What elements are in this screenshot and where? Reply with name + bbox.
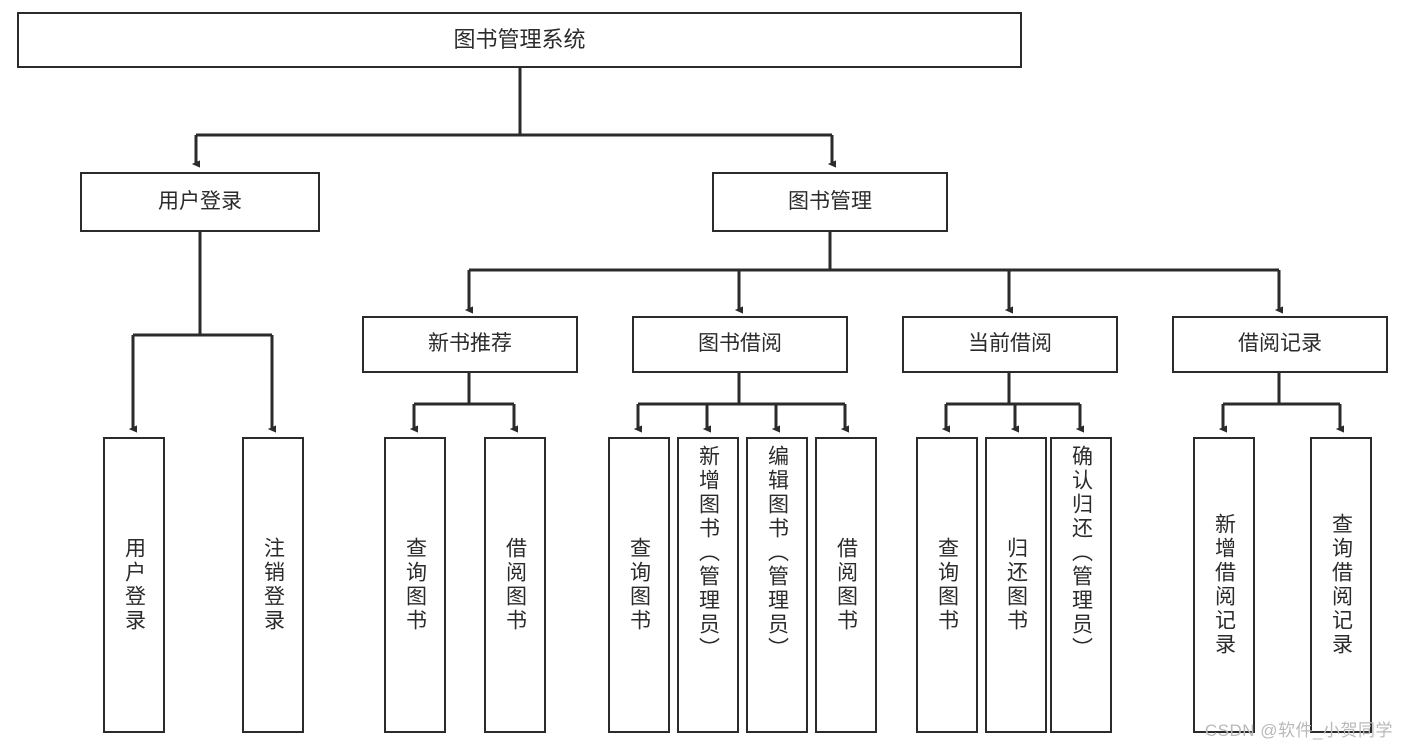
node-leaf-user-login[interactable]: 用户登录 (103, 437, 165, 733)
node-leaf-query-record[interactable]: 查询借阅记录 (1310, 437, 1372, 733)
node-leaf-borrow-book-b[interactable]: 借阅图书 (815, 437, 877, 733)
node-leaf-logout-label: 注销登录 (261, 537, 285, 633)
node-new-book-recommend[interactable]: 新书推荐 (362, 316, 578, 373)
node-leaf-add-record-label: 新增借阅记录 (1212, 513, 1236, 657)
node-leaf-edit-book[interactable]: 编辑图书（管理员） (746, 437, 808, 733)
node-borrow-record-label: 借阅记录 (1238, 332, 1322, 356)
node-leaf-query-book-c-label: 查询图书 (935, 537, 959, 633)
node-current-borrow-label: 当前借阅 (968, 332, 1052, 356)
node-leaf-logout[interactable]: 注销登录 (242, 437, 304, 733)
node-leaf-confirm-return-label: 确认归还（管理员） (1069, 445, 1093, 661)
node-leaf-add-book-label: 新增图书（管理员） (696, 445, 720, 661)
node-new-book-recommend-label: 新书推荐 (428, 332, 512, 356)
node-book-manage-label: 图书管理 (788, 189, 872, 213)
node-leaf-user-login-label: 用户登录 (122, 537, 146, 633)
node-user-login-label: 用户登录 (158, 189, 242, 213)
node-leaf-return-book-label: 归还图书 (1004, 537, 1028, 633)
node-borrow-record[interactable]: 借阅记录 (1172, 316, 1388, 373)
node-leaf-query-book-c[interactable]: 查询图书 (916, 437, 978, 733)
node-leaf-add-record[interactable]: 新增借阅记录 (1193, 437, 1255, 733)
node-book-borrow-label: 图书借阅 (698, 332, 782, 356)
node-leaf-edit-book-label: 编辑图书（管理员） (765, 445, 789, 661)
node-leaf-add-book[interactable]: 新增图书（管理员） (677, 437, 739, 733)
node-leaf-confirm-return[interactable]: 确认归还（管理员） (1050, 437, 1112, 733)
node-leaf-return-book[interactable]: 归还图书 (985, 437, 1047, 733)
node-leaf-borrow-book-a[interactable]: 借阅图书 (484, 437, 546, 733)
node-leaf-query-book-a[interactable]: 查询图书 (384, 437, 446, 733)
node-root-system-label: 图书管理系统 (453, 27, 586, 53)
node-user-login[interactable]: 用户登录 (80, 172, 320, 232)
node-leaf-query-book-b-label: 查询图书 (627, 537, 651, 633)
node-book-borrow[interactable]: 图书借阅 (632, 316, 848, 373)
node-leaf-borrow-book-a-label: 借阅图书 (503, 537, 527, 633)
node-leaf-borrow-book-b-label: 借阅图书 (834, 537, 858, 633)
node-current-borrow[interactable]: 当前借阅 (902, 316, 1118, 373)
node-leaf-query-record-label: 查询借阅记录 (1329, 513, 1353, 657)
node-root-system[interactable]: 图书管理系统 (17, 12, 1022, 68)
node-book-manage[interactable]: 图书管理 (712, 172, 948, 232)
node-leaf-query-book-b[interactable]: 查询图书 (608, 437, 670, 733)
node-leaf-query-book-a-label: 查询图书 (403, 537, 427, 633)
